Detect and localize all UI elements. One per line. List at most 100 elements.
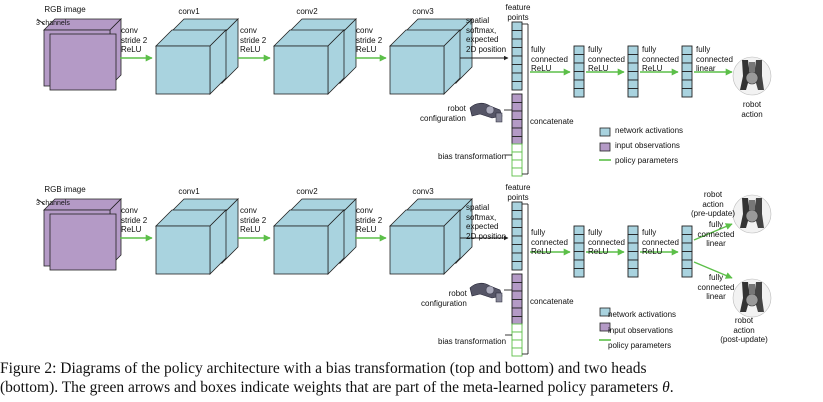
top-conv3-label: conv3 (412, 7, 434, 16)
fc-column-1-cell (573, 251, 585, 261)
feature-column-cell (511, 244, 523, 254)
feature-column-cell (511, 21, 523, 31)
fc-column-2-cell (627, 62, 639, 72)
fc-column-2-cell (627, 242, 639, 252)
fc-column-2-cell (627, 225, 639, 235)
fc-column-2-cell (627, 88, 639, 98)
config-column-cell (511, 299, 523, 309)
top-conv-op-1: conv stride 2 ReLU (121, 26, 148, 54)
bias-column-cell (511, 151, 523, 161)
caption-line-1: Figure 2: Diagrams of the policy archite… (0, 360, 647, 377)
top-conv1-label: conv1 (178, 7, 200, 16)
top-fc-label-3: fully connected ReLU (642, 45, 679, 73)
legend-observation-swatch (599, 142, 611, 152)
bottom-conv1-label: conv1 (178, 187, 200, 196)
feature-column-cell (511, 81, 523, 91)
robot-gripper-pre-shaft (749, 200, 755, 210)
conv2-cube-front-front (273, 45, 329, 95)
fc-column-3-cell (681, 242, 693, 252)
bias-column-cell (511, 323, 523, 333)
top-spatial-label: spatial softmax, expected 2D position (466, 16, 507, 54)
bottom-fc-linear-label-up: fully connected linear (697, 220, 735, 248)
top-concatenate-label: concatenate (530, 117, 574, 126)
fc-column-1-cell (573, 45, 585, 55)
config-column-cell (511, 110, 523, 120)
fc-column-1-cell (573, 234, 585, 244)
bias-column-cell (511, 347, 523, 357)
fc-column-2-cell (627, 251, 639, 261)
config-column-cell (511, 282, 523, 292)
fc-column-2-cell (627, 79, 639, 89)
fc-column-2-cell (627, 268, 639, 278)
fc-column-1-cell (573, 88, 585, 98)
bottom-conv-op-2: conv stride 2 ReLU (240, 206, 267, 234)
fc-column-3-cell (681, 79, 693, 89)
config-column-cell (511, 273, 523, 283)
bottom-legend-policy-label: policy parameters (608, 341, 672, 350)
feature-column-cell (511, 252, 523, 262)
channels-pointer (36, 198, 45, 205)
bottom-legend-observations-label: input observations (608, 326, 673, 335)
feature-column-cell (511, 72, 523, 82)
robot-gripper-pre-hub (745, 209, 759, 223)
top-bias-label: bias transformation (438, 152, 507, 161)
bottom-fc-label-1: fully connected ReLU (531, 228, 568, 256)
fc-column-3-cell (681, 251, 693, 261)
robot-gripper-finger-right (754, 60, 764, 90)
top-fc-label-2: fully connected ReLU (588, 45, 625, 73)
top-fc-label-1: fully connected ReLU (531, 45, 568, 73)
fc-column-1-cell (573, 54, 585, 64)
top-robot-config-label: robot configuration (420, 104, 466, 123)
fc-column-1-cell (573, 225, 585, 235)
robot-arm-joint (485, 285, 495, 295)
config-column-cell (511, 307, 523, 317)
bias-column-cell (511, 167, 523, 177)
bottom-conv-op-3: conv stride 2 ReLU (356, 206, 383, 234)
architecture-diagram (36, 18, 772, 357)
feature-column-cell (511, 201, 523, 211)
bottom-fc-label-2: fully connected ReLU (588, 228, 625, 256)
feature-column-cell (511, 38, 523, 48)
rgb-front-layer (49, 213, 117, 271)
fc-column-1-cell (573, 259, 585, 269)
robot-gripper-finger-left (740, 60, 750, 90)
conv2-cube-front-front (273, 225, 329, 275)
bottom-action-pre-label: robot action (pre-update) (690, 190, 736, 218)
bottom-conv3-label: conv3 (412, 187, 434, 196)
feature-column-cell (511, 227, 523, 237)
caption-line-2: (bottom). The green arrows and boxes ind… (0, 378, 823, 397)
figure-caption: Figure 2: Diagrams of the policy archite… (0, 359, 823, 397)
robot-gripper-post-hub (745, 293, 759, 307)
output-arrow-post (693, 261, 733, 279)
bottom-bias-label: bias transformation (438, 337, 507, 346)
fc-column-2-cell (627, 259, 639, 269)
bias-column-cell (511, 331, 523, 341)
legend-activations-label: network activations (615, 126, 684, 135)
robot-gripper-post-finger-right (754, 282, 764, 312)
fc-column-3-cell (681, 71, 693, 81)
top-robot-action-label: robot action (741, 100, 763, 119)
robot-gripper-pre-finger-right (754, 198, 764, 228)
robot-gripper (732, 56, 772, 96)
conv1-cube-front-front (155, 225, 211, 275)
fc-column-1-cell (573, 62, 585, 72)
feature-column-cell (511, 47, 523, 57)
top-conv-op-3: conv stride 2 ReLU (356, 26, 383, 54)
fc-column-3-cell (681, 259, 693, 269)
top-feature-points-label: feature points (505, 3, 531, 22)
fc-column-2-cell (627, 54, 639, 64)
robot-gripper-pre-finger-left (740, 198, 750, 228)
fc-column-3-cell (681, 62, 693, 72)
fc-column-3-cell (681, 268, 693, 278)
legend-activation-swatch (599, 127, 611, 137)
bottom-architecture (36, 194, 772, 357)
robot-arm (469, 282, 503, 303)
bottom-fc-linear-label-down: fully connected linear (697, 273, 735, 301)
fc-column-2-cell (627, 71, 639, 81)
robot-arm-wrist (495, 112, 503, 123)
config-column-cell (511, 290, 523, 300)
bias-column-cell (511, 339, 523, 349)
conv3-cube-front-front (389, 45, 445, 95)
feature-column-cell (511, 235, 523, 245)
fc-column-1-cell (573, 242, 585, 252)
